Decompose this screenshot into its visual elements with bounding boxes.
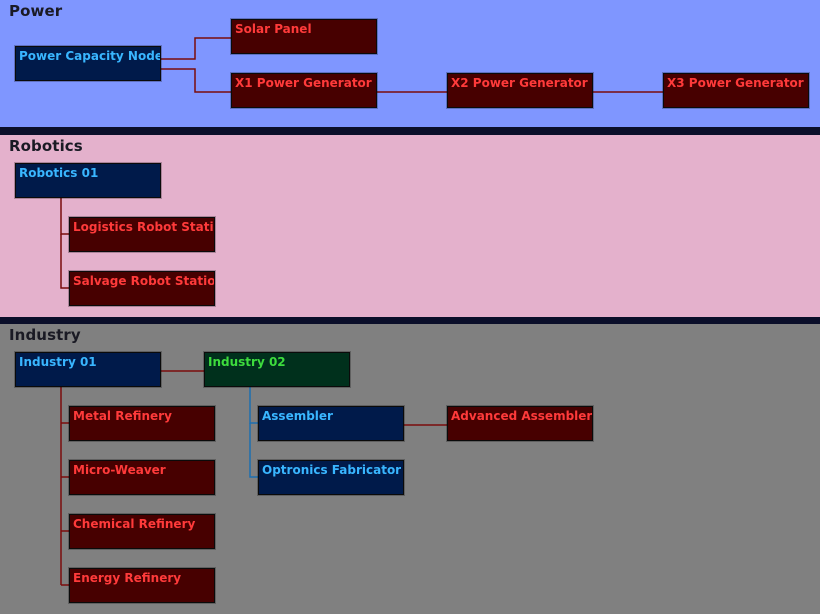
tech-node-optronics-fabricator[interactable]: Optronics Fabricator [258, 460, 404, 495]
tech-node-advanced-assembler[interactable]: Advanced Assembler [447, 406, 593, 441]
tech-node-robotics-01[interactable]: Robotics 01 [15, 163, 161, 198]
tech-node-assembler[interactable]: Assembler [258, 406, 404, 441]
tech-node-logistics-robot-station[interactable]: Logistics Robot Station [69, 217, 215, 252]
tech-node-x3-power-generator[interactable]: X3 Power Generator [663, 73, 809, 108]
tech-node-x1-power-generator[interactable]: X1 Power Generator [231, 73, 377, 108]
robotics-panel-title: Robotics [9, 137, 83, 155]
tech-node-salvage-robot-station[interactable]: Salvage Robot Station [69, 271, 215, 306]
tech-node-x2-power-generator[interactable]: X2 Power Generator [447, 73, 593, 108]
tech-node-power-capacity-node[interactable]: Power Capacity Node [15, 46, 161, 81]
tech-node-chemical-refinery[interactable]: Chemical Refinery [69, 514, 215, 549]
tech-node-metal-refinery[interactable]: Metal Refinery [69, 406, 215, 441]
tech-node-industry-02[interactable]: Industry 02 [204, 352, 350, 387]
tech-node-solar-panel[interactable]: Solar Panel [231, 19, 377, 54]
power-panel-title: Power [9, 2, 63, 20]
tech-node-micro-weaver[interactable]: Micro-Weaver [69, 460, 215, 495]
industry-panel-title: Industry [9, 326, 81, 344]
tech-node-industry-01[interactable]: Industry 01 [15, 352, 161, 387]
tech-node-energy-refinery[interactable]: Energy Refinery [69, 568, 215, 603]
